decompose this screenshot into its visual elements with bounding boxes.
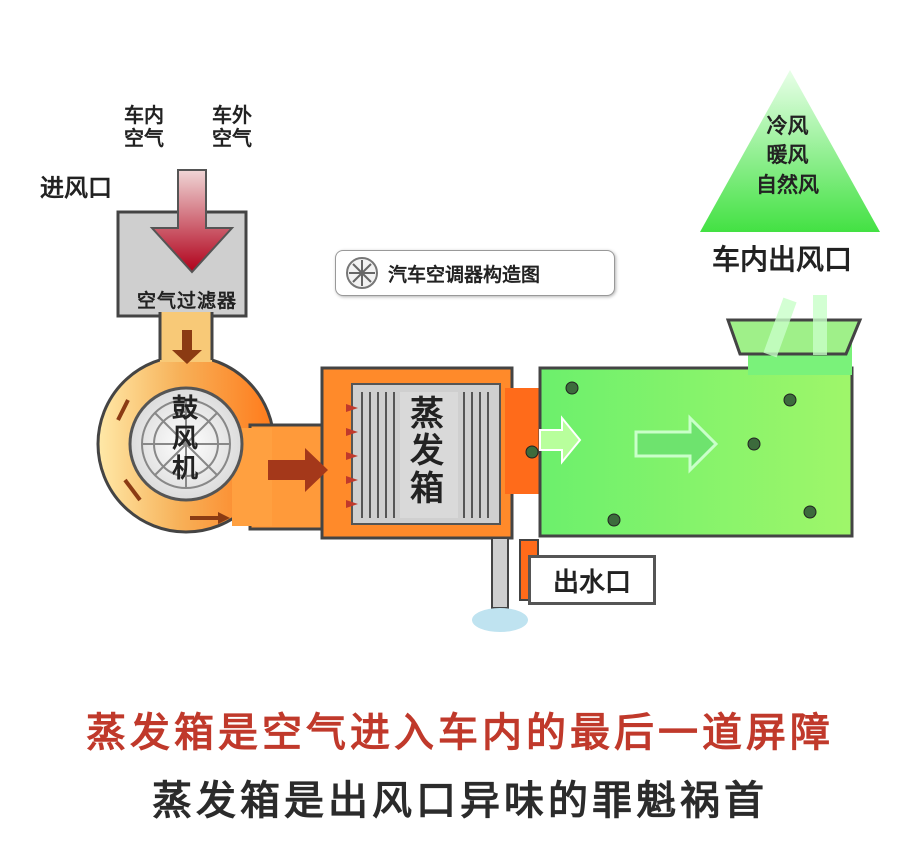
label-drain: 出水口 (528, 555, 656, 605)
label-cold: 冷风 (766, 114, 809, 138)
label-blower-1: 鼓 (172, 394, 199, 424)
caption-line-1: 蒸发箱是空气进入车内的最后一道屏障 (86, 710, 834, 756)
label-outside-air-2: 空气 (212, 126, 252, 150)
label-evaporator-1: 蒸 (410, 394, 444, 434)
label-inlet: 进风口 (40, 174, 112, 202)
vent-funnel (725, 318, 863, 356)
drain-pipe (491, 537, 509, 609)
label-air-types: 冷风 暖风 自然风 (756, 112, 819, 200)
label-outside-air-1: 车外 (212, 103, 252, 127)
label-evaporator-3: 箱 (410, 468, 444, 509)
label-outside-air: 车外 空气 (212, 104, 252, 150)
flow-arrow-2 (539, 415, 582, 465)
label-inside-air-2: 空气 (124, 126, 164, 150)
diagram-title: 汽车空调器构造图 (335, 250, 615, 296)
label-blower-3: 机 (172, 453, 199, 484)
label-vent: 车内出风口 (712, 243, 853, 276)
label-blower-2: 风 (172, 423, 199, 454)
label-inside-air: 车内 空气 (124, 104, 164, 150)
label-natural: 自然风 (756, 172, 819, 197)
caption-line-2: 蒸发箱是出风口异味的罪魁祸首 (152, 778, 768, 824)
label-filter: 空气过滤器 (136, 289, 237, 312)
airflow-triangle (700, 70, 880, 232)
flow-arrow-1 (268, 448, 328, 492)
fan-icon (346, 257, 378, 289)
diagram-title-text: 汽车空调器构造图 (388, 263, 541, 286)
label-warm: 暖风 (766, 143, 809, 168)
label-inside-air-1: 车内 (124, 103, 164, 127)
label-evaporator-2: 发 (410, 431, 444, 472)
label-blower: 鼓 风 机 (172, 394, 199, 485)
inlet-arrow (149, 169, 235, 274)
flow-arrow-3 (634, 414, 719, 474)
label-evaporator: 蒸 发 箱 (410, 394, 444, 509)
